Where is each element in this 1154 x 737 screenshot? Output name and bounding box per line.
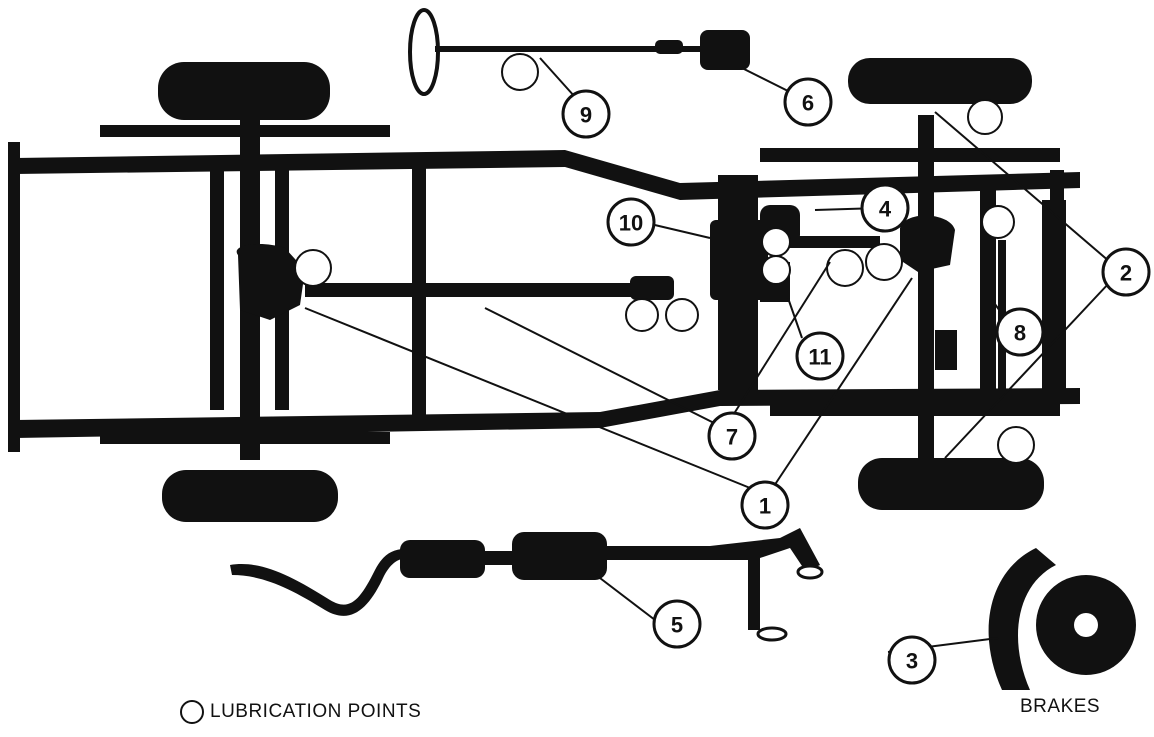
brake-illustration — [988, 548, 1136, 690]
callout-circle-11 — [795, 331, 845, 381]
callout-circle-5 — [652, 599, 702, 649]
callout-number: 5 — [671, 613, 683, 638]
legend-label: LUBRICATION POINTS — [210, 701, 422, 722]
leader-lines — [304, 57, 1111, 653]
steering-assembly — [408, 8, 750, 96]
callout-circle-10 — [606, 197, 656, 247]
lubrication-point-icon — [501, 53, 539, 91]
callout-circle-8 — [995, 307, 1045, 357]
callout-number: 10 — [619, 211, 643, 236]
rear-axle — [100, 115, 390, 460]
rear-tire-top — [158, 62, 330, 120]
callout-circle-4 — [860, 183, 910, 233]
exhaust-system — [230, 528, 824, 642]
drive-shaft — [305, 276, 674, 300]
legend: LUBRICATION POINTS — [180, 700, 421, 724]
chassis-frame — [8, 142, 1080, 452]
lubrication-point-icon — [865, 243, 903, 281]
callout-number: 9 — [580, 103, 592, 128]
callout-number: 8 — [1014, 321, 1026, 346]
callout-number: 6 — [802, 91, 814, 116]
callout-circle-2 — [1101, 247, 1151, 297]
lubrication-point-icon — [761, 227, 791, 257]
callout-number: 7 — [726, 425, 738, 450]
callout-number: 3 — [906, 649, 918, 674]
callout-number: 11 — [808, 345, 831, 370]
lubrication-point-icon — [294, 249, 332, 287]
callout-circle-3 — [887, 635, 937, 685]
lubrication-point-icon — [665, 298, 699, 332]
callout-circle-6 — [783, 77, 833, 127]
callout-circle-7 — [707, 411, 757, 461]
lubrication-point-icon — [981, 205, 1015, 239]
front-tire-bottom — [858, 458, 1044, 510]
lubrication-point-icon — [761, 255, 791, 285]
callout-number: 1 — [759, 494, 771, 519]
callout-circle-9 — [561, 89, 611, 139]
callout-number: 4 — [879, 197, 892, 222]
front-tire-top — [848, 58, 1032, 104]
lubrication-point-legend-icon — [180, 700, 204, 724]
lubrication-points — [294, 53, 1035, 464]
brakes-caption: BRAKES — [1020, 696, 1101, 717]
lubrication-point-icon — [997, 426, 1035, 464]
lubrication-point-icon — [826, 249, 864, 287]
lubrication-point-icon — [625, 298, 659, 332]
callout-number: 2 — [1120, 261, 1132, 286]
front-axle — [760, 115, 1060, 465]
rear-tire-bottom — [162, 470, 338, 522]
lubrication-point-icon — [967, 99, 1003, 135]
callout-circle-1 — [740, 480, 790, 530]
